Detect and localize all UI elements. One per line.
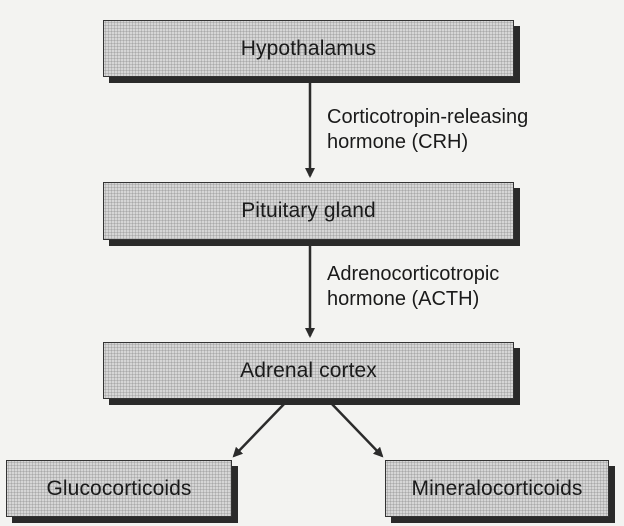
node-hypothalamus-label: Hypothalamus bbox=[240, 36, 377, 60]
arrow-adrenal-to-glucocorticoids bbox=[232, 401, 287, 458]
node-adrenal-cortex-label: Adrenal cortex bbox=[240, 358, 377, 382]
node-hypothalamus: Hypothalamus bbox=[103, 20, 514, 77]
node-adrenal-cortex: Adrenal cortex bbox=[103, 342, 514, 399]
edge-label-acth: Adrenocorticotropic hormone (ACTH) bbox=[327, 262, 499, 312]
arrow-adrenal-to-mineralocorticoids bbox=[329, 401, 384, 458]
edge-label-crh-line1: Corticotropin-releasing bbox=[327, 106, 529, 128]
node-pituitary-gland-label: Pituitary gland bbox=[241, 199, 376, 222]
edge-label-crh-line2: hormone (CRH) bbox=[327, 131, 469, 153]
edge-label-crh: Corticotropin-releasing hormone (CRH) bbox=[327, 105, 528, 155]
node-mineralocorticoids: Mineralocorticoids bbox=[385, 460, 609, 517]
node-glucocorticoids-label: Glucocorticoids bbox=[46, 476, 192, 500]
node-mineralocorticoids-label: Mineralocorticoids bbox=[411, 476, 583, 500]
edge-label-acth-line2: hormone (ACTH) bbox=[327, 288, 480, 310]
edge-label-acth-line1: Adrenocorticotropic bbox=[327, 263, 500, 285]
node-glucocorticoids: Glucocorticoids bbox=[6, 460, 232, 517]
node-pituitary-gland: Pituitary gland bbox=[103, 182, 514, 240]
